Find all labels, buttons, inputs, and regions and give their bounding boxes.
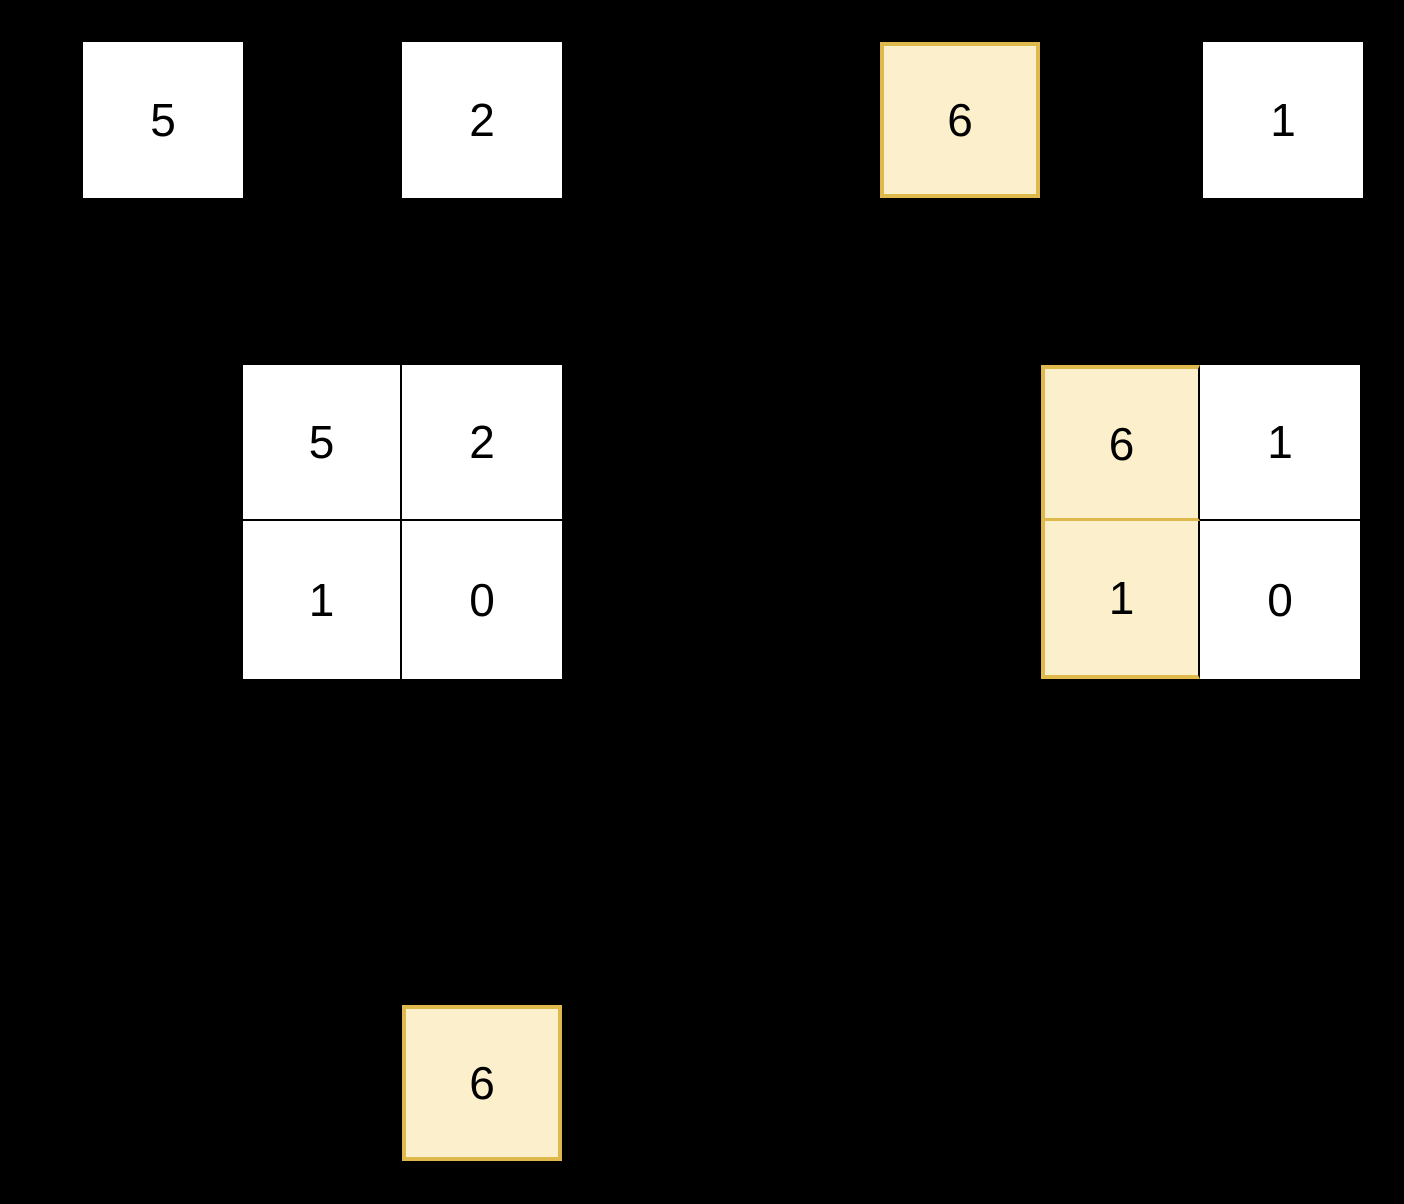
matrix-right-cell-0-1[interactable]: 1 [1200, 365, 1360, 521]
matrix-right-cell-1-0-highlighted[interactable]: 1 [1041, 521, 1200, 679]
top-cell-2[interactable]: 2 [402, 42, 562, 198]
matrix-left-cell-1-1[interactable]: 0 [402, 521, 562, 679]
matrix-left-cell-0-0[interactable]: 5 [243, 365, 402, 521]
bottom-cell-result-highlighted[interactable]: 6 [402, 1005, 562, 1161]
top-cell-4[interactable]: 1 [1203, 42, 1363, 198]
top-cell-1[interactable]: 5 [83, 42, 243, 198]
matrix-right: 6 1 1 0 [1041, 365, 1360, 679]
matrix-right-cell-1-1[interactable]: 0 [1200, 521, 1360, 679]
top-cell-3-highlighted[interactable]: 6 [880, 42, 1040, 198]
matrix-left-cell-1-0[interactable]: 1 [243, 521, 402, 679]
matrix-left: 5 2 1 0 [243, 365, 562, 679]
matrix-left-cell-0-1[interactable]: 2 [402, 365, 562, 521]
matrix-right-cell-0-0-highlighted[interactable]: 6 [1041, 365, 1200, 521]
